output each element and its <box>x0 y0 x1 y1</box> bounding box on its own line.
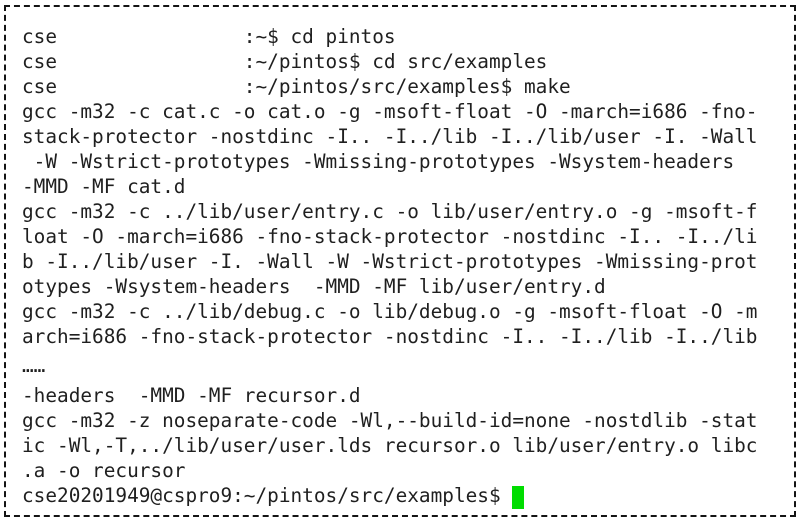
prompt-text: cse20201949@cspro9:~/pintos/src/examples… <box>22 484 513 507</box>
terminal-line: gcc -m32 -z noseparate-code -Wl,--build-… <box>22 409 758 432</box>
terminal-line: b -I../lib/user -I. -Wall -W -Wstrict-pr… <box>22 250 758 273</box>
terminal-line: cse :~/pintos/src/examples$ make <box>22 75 571 98</box>
terminal-line: arch=i686 -fno-stack-protector -nostdinc… <box>22 325 758 348</box>
cursor-block <box>512 486 525 509</box>
terminal-line: gcc -m32 -c ../lib/debug.c -o lib/debug.… <box>22 300 758 323</box>
terminal-line: .a -o recursor <box>22 459 186 482</box>
terminal-line: -MMD -MF cat.d <box>22 175 186 198</box>
terminal-line: ic -Wl,-T,../lib/user/user.lds recursor.… <box>22 434 758 457</box>
terminal-line: -W -Wstrict-prototypes -Wmissing-prototy… <box>22 150 735 173</box>
terminal-line: -headers -MMD -MF recursor.d <box>22 384 361 407</box>
terminal-line: otypes -Wsystem-headers -MMD -MF lib/use… <box>22 275 606 298</box>
ellipsis-line: …… <box>22 354 46 377</box>
terminal-line: gcc -m32 -c ../lib/user/entry.c -o lib/u… <box>22 200 758 223</box>
prompt-line[interactable]: cse20201949@cspro9:~/pintos/src/examples… <box>22 483 780 509</box>
terminal-line: stack-protector -nostdinc -I.. -I../lib … <box>22 125 758 148</box>
terminal-line: loat -O -march=i686 -fno-stack-protector… <box>22 225 758 248</box>
terminal-line: cse :~/pintos$ cd src/examples <box>22 50 548 73</box>
terminal-line: gcc -m32 -c cat.c -o cat.o -g -msoft-flo… <box>22 100 758 123</box>
terminal-line: cse :~$ cd pintos <box>22 25 396 48</box>
